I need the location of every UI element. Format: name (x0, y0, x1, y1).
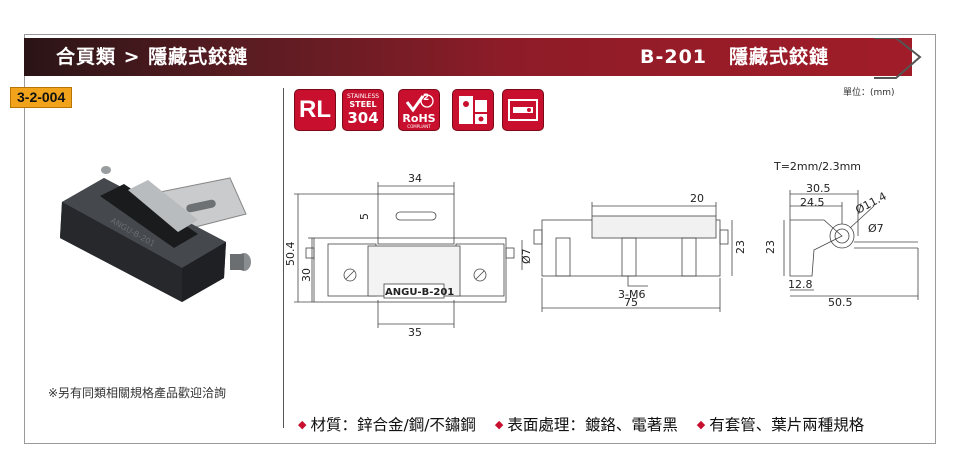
catalog-code-badge: 3-2-004 (10, 87, 73, 108)
dim-front-slot: 5 (358, 213, 371, 220)
title-banner (24, 38, 912, 76)
dim-side-length: 75 (624, 296, 638, 309)
dim-front-height-body: 30 (300, 268, 313, 282)
inquiry-note: ※另有同類相關規格產品歡迎洽詢 (48, 386, 227, 400)
diamond-bullet-icon: ◆ (696, 418, 706, 431)
rohs-sub-label: COMPLIANT (407, 124, 431, 129)
feature-variants: 有套管、葉片兩種規格 (709, 416, 865, 434)
dim-end-dia-outer: Ø11.4 (853, 190, 888, 217)
model-number: B-201 (640, 46, 708, 68)
diamond-bullet-icon: ◆ (494, 418, 504, 431)
dim-end-base: 12.8 (788, 278, 813, 291)
front-marking: ANGU-B-201 (385, 287, 454, 298)
feature-material: 材質：鋅合金/鋼/不鏽鋼 (310, 416, 476, 434)
hinge-icon (508, 99, 538, 121)
feature-finish: 表面處理：鍍鉻、電著黑 (507, 416, 678, 434)
rl-badge: RL (294, 89, 336, 131)
rl-badge-label: RL (299, 96, 331, 123)
stainless-mid-text: STEEL (349, 100, 377, 109)
stainless-top-text: STAINLESS (346, 93, 380, 100)
diamond-bullet-icon: ◆ (298, 418, 307, 431)
dim-end-total: 50.5 (828, 296, 853, 309)
dim-end-height: 23 (764, 240, 777, 254)
category-breadcrumb: 合頁類 > 隱藏式鉸鏈 (56, 46, 249, 68)
check-icon (405, 94, 434, 113)
rohs-version: 2 (423, 93, 430, 103)
product-title: B-201 隱藏式鉸鏈 (640, 42, 829, 69)
mounting-icon-badge (452, 89, 494, 131)
dim-side-height: 23 (734, 240, 747, 254)
dim-end-d2: 24.5 (800, 196, 825, 209)
mounting-icon (459, 96, 487, 124)
rohs-label: RoHS (402, 112, 436, 125)
dim-front-width-top: 34 (408, 172, 422, 185)
dim-front-pin: Ø7 (520, 248, 533, 264)
rohs-badge: 2 RoHS COMPLIANT (398, 89, 440, 131)
dim-side-thread: 3-M6 (618, 288, 645, 301)
hinge-icon-badge (502, 89, 544, 131)
feature-item: ◆材質：鋅合金/鋼/不鏽鋼 (298, 416, 476, 434)
dim-end-d1: 30.5 (806, 182, 831, 195)
spec-sheet-frame (24, 34, 936, 444)
dim-end-dia-inner: Ø7 (868, 222, 884, 235)
feature-item: ◆有套管、葉片兩種規格 (697, 416, 864, 434)
feature-item: ◆表面處理：鍍鉻、電著黑 (495, 416, 678, 434)
product-name: 隱藏式鉸鏈 (729, 46, 830, 68)
stainless-number: 304 (347, 109, 379, 127)
stainless-304-badge: STAINLESS STEEL 304 (342, 89, 384, 131)
technical-drawing: 34 5 50.4 30 Ø7 35 ANGU-B-201 20 23 3-M6… (284, 160, 919, 339)
banner-arrow-icon (868, 38, 922, 79)
divider (283, 88, 284, 428)
dim-front-width-bottom: 35 (408, 326, 422, 339)
feature-list: ◆材質：鋅合金/鋼/不鏽鋼 ◆表面處理：鍍鉻、電著黑 ◆有套管、葉片兩種規格 (298, 413, 878, 435)
unit-label: 單位：(mm) (843, 88, 895, 98)
dim-end-thickness: T=2mm/2.3mm (773, 160, 861, 173)
dim-front-height-total: 50.4 (284, 242, 297, 267)
product-photo: ANGU-B-201 (60, 166, 251, 302)
dim-side-leaf: 20 (690, 192, 704, 205)
